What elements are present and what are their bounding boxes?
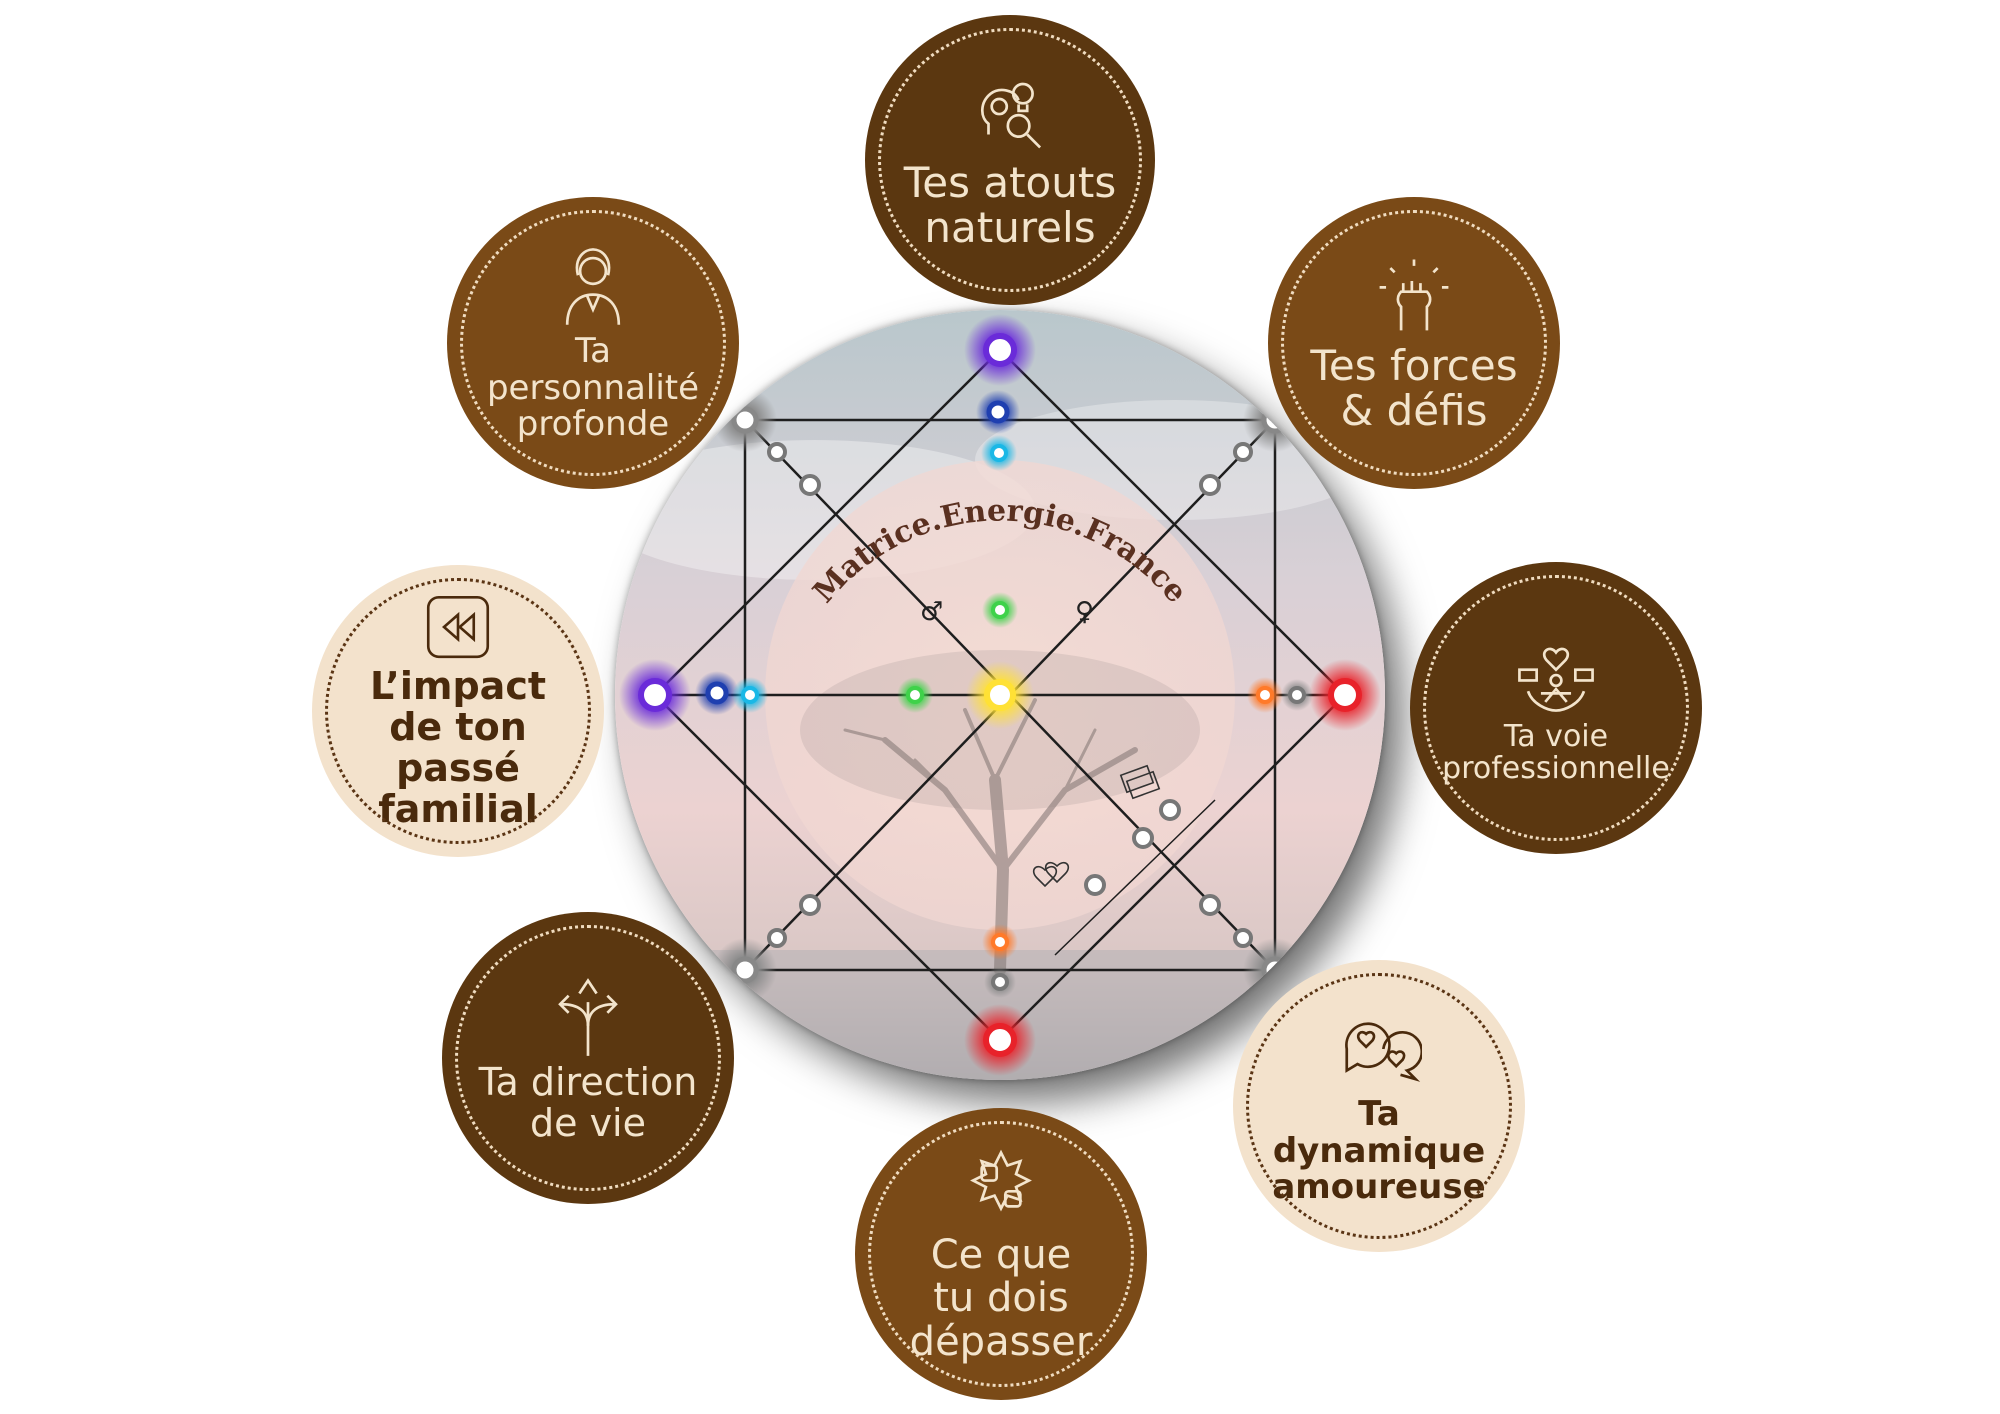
bubble-atouts[interactable]: Tes atouts naturels bbox=[865, 15, 1155, 305]
bubble-label: Ta direction de vie bbox=[478, 1059, 698, 1145]
node-diag-4 bbox=[1199, 474, 1221, 496]
money-icon bbox=[1119, 764, 1161, 800]
node-diag-1 bbox=[767, 442, 787, 462]
node-diag-6 bbox=[799, 894, 821, 916]
bubble-depasser[interactable]: Ce que tu dois dépasser bbox=[855, 1108, 1147, 1400]
chat-hearts-icon bbox=[1336, 1006, 1424, 1092]
bubble-voie[interactable]: Ta voie professionnelle bbox=[1410, 562, 1702, 854]
work-life-balance-icon bbox=[1513, 631, 1599, 717]
bubble-label: Ta personnalité profonde bbox=[486, 330, 700, 445]
node-diag-8 bbox=[1199, 894, 1221, 916]
woman-portrait-icon bbox=[550, 243, 636, 329]
rewind-icon bbox=[423, 592, 493, 662]
bubble-impact[interactable]: L’impact de ton passé familial bbox=[312, 565, 604, 857]
female-symbol: ♀ bbox=[1075, 597, 1094, 627]
node-diag-10 bbox=[1159, 799, 1181, 821]
bubble-personnalite[interactable]: Ta personnalité profonde bbox=[447, 197, 739, 489]
node-diag-2 bbox=[799, 474, 821, 496]
conflict-icon bbox=[958, 1144, 1044, 1230]
split-arrows-icon bbox=[545, 972, 631, 1058]
mind-idea-icon bbox=[967, 70, 1053, 156]
energy-matrix-wheel: Matrice.Energie.France ♂ ♀ bbox=[615, 310, 1385, 1080]
node-diag-9 bbox=[1132, 827, 1154, 849]
bubble-label: Tes atouts naturels bbox=[903, 157, 1117, 252]
node-diag-3 bbox=[1233, 442, 1253, 462]
male-symbol: ♂ bbox=[920, 597, 943, 627]
energy-nodes bbox=[619, 314, 1381, 1076]
bubble-label: Tes forces & défis bbox=[1310, 340, 1518, 435]
hearts-icon bbox=[1032, 861, 1070, 888]
matrix-diagram: Matrice.Energie.France ♂ ♀ bbox=[615, 310, 1385, 1080]
bubble-forces[interactable]: Tes forces & défis bbox=[1268, 197, 1560, 489]
raised-fist-icon bbox=[1371, 253, 1457, 339]
bubble-label: L’impact de ton passé familial bbox=[369, 663, 547, 832]
bubble-direction[interactable]: Ta direction de vie bbox=[442, 912, 734, 1204]
node-diag-7 bbox=[1233, 928, 1253, 948]
bubble-label: Ta voie professionnelle bbox=[1442, 718, 1670, 786]
node-diag-5 bbox=[767, 928, 787, 948]
node-diag-11 bbox=[1084, 874, 1106, 896]
bubble-dynamique[interactable]: Ta dynamique amoureuse bbox=[1233, 960, 1525, 1252]
bubble-label: Ce que tu dois dépasser bbox=[909, 1232, 1093, 1365]
bubble-label: Ta dynamique amoureuse bbox=[1272, 1093, 1486, 1208]
